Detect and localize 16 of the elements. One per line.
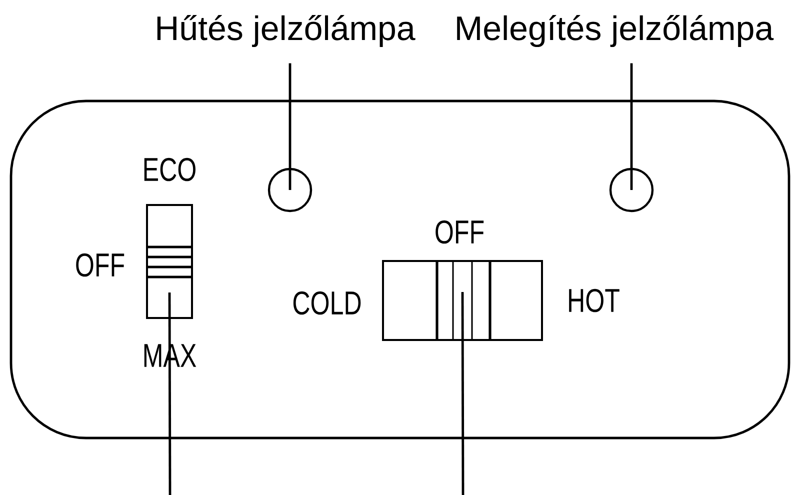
indicator-lamp	[268, 168, 312, 212]
callout-label: Hűtés jelzőlámpa	[157, 14, 416, 48]
leader-line	[461, 292, 464, 495]
indicator-lamp	[609, 168, 654, 212]
leader-line	[168, 292, 172, 495]
slider-switch	[146, 204, 193, 319]
leader-line	[630, 63, 633, 190]
position-label: OFF	[436, 220, 484, 244]
leader-line	[288, 63, 292, 190]
position-label: OFF	[76, 253, 124, 277]
position-label: ECO	[144, 158, 196, 182]
control-panel	[10, 100, 790, 440]
position-label: HOT	[569, 288, 620, 312]
position-label: COLD	[293, 291, 361, 315]
rocker-switch	[382, 260, 543, 341]
callout-label: Melegítés jelzőlámpa	[457, 14, 774, 48]
